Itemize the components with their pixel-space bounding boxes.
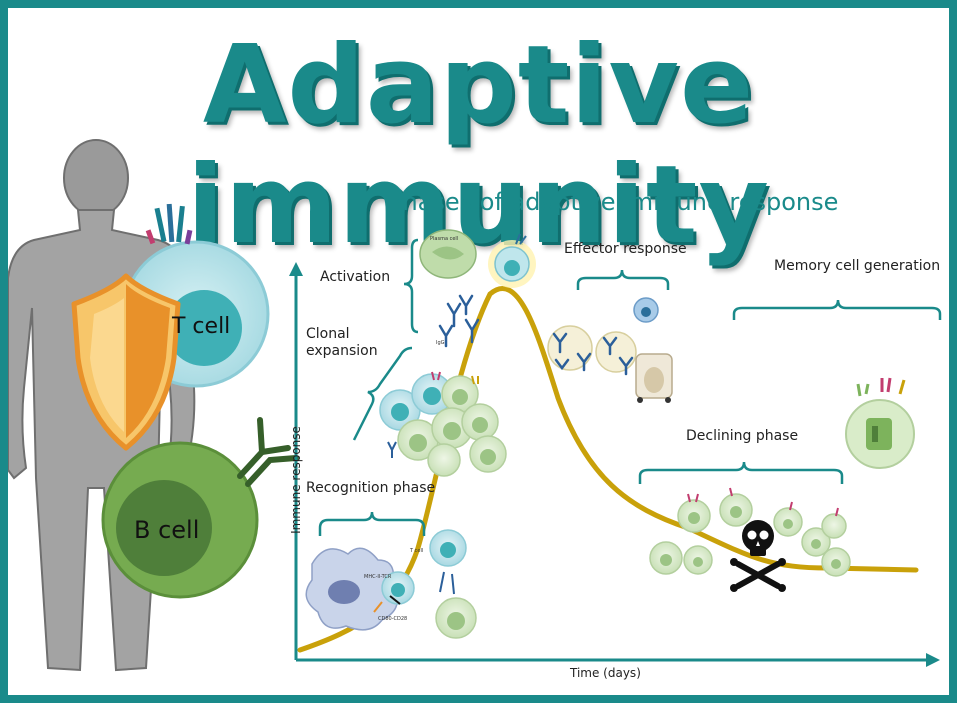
memory-cell-icon	[845, 377, 915, 469]
recognition-bracket	[318, 511, 426, 536]
clonal-expansion-bracket	[352, 346, 413, 441]
cd80-cd28-label: CD80-CD28	[378, 616, 408, 622]
antigen-presenting-cell-icon	[305, 547, 398, 631]
activated-t-cell-icon	[488, 233, 536, 288]
effector-response-label: Effector response	[564, 241, 687, 257]
plasma-cell-label: Plasma cell	[430, 236, 459, 242]
igg-label: IgG	[436, 340, 445, 346]
t-cell-small-label: T cell	[410, 548, 424, 554]
mhc-tcr-label: MHC-II-TCR	[364, 574, 392, 580]
t-cell-receptor-icon	[145, 203, 193, 245]
memory-cell-generation-label: Memory cell generation	[774, 258, 941, 274]
y-axis-arrow-icon	[289, 262, 303, 276]
skull-crossbones-icon	[730, 520, 786, 592]
subtitle: Phases of adaptive immune response	[388, 188, 839, 216]
immune-response-curve	[297, 286, 919, 653]
x-axis-label: Time (days)	[570, 666, 641, 680]
effector-cells	[547, 297, 673, 403]
declining-cells	[649, 487, 851, 577]
recognition-t-cells	[373, 529, 477, 639]
activation-label: Activation	[320, 269, 391, 285]
plasma-cell-icon	[419, 229, 477, 279]
main-title: Adaptive immunity	[187, 23, 770, 268]
activation-bracket	[403, 238, 419, 334]
recognition-phase-label: Recognition phase	[306, 480, 436, 496]
shield-icon	[71, 273, 181, 451]
b-cell-label: B cell	[134, 516, 200, 544]
declining-bracket	[638, 461, 844, 484]
antibody-icon	[438, 294, 480, 348]
x-axis-arrow-icon	[926, 653, 940, 667]
y-axis-label: Immune response	[289, 426, 303, 534]
memory-bracket	[732, 299, 942, 320]
t-cell-label: T cell	[172, 314, 231, 339]
b-cell-icon	[101, 417, 299, 599]
antibody-receptor-icon	[237, 417, 299, 487]
effector-bracket	[576, 269, 670, 290]
clonal-expansion-label-line2: expansion	[306, 343, 378, 359]
declining-phase-label: Declining phase	[686, 428, 799, 444]
clonal-expansion-cells	[379, 371, 507, 477]
phase-brackets	[318, 238, 942, 536]
clonal-expansion-label-line1: Clonal	[306, 326, 350, 342]
illustration-canvas	[8, 139, 942, 672]
axes	[289, 262, 940, 667]
